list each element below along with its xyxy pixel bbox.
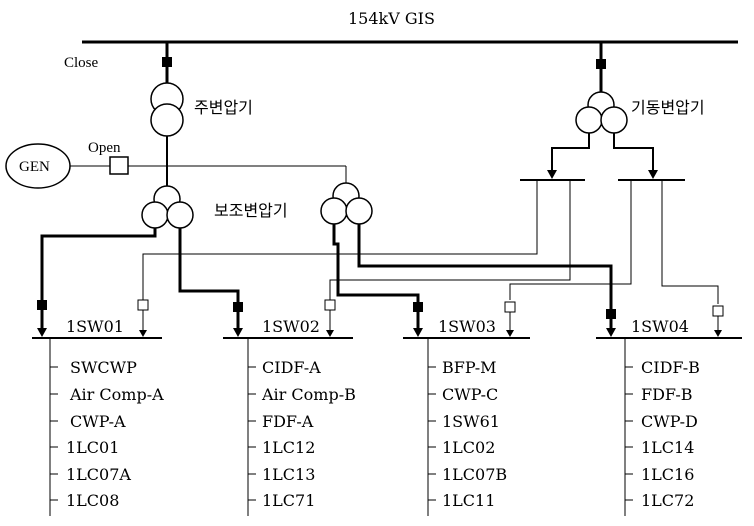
sw01-name: 1SW01 [66, 317, 124, 336]
start-tr-coil-2 [575, 106, 603, 134]
load-item: 1LC71 [262, 491, 315, 510]
sw01-standby-arrow [139, 330, 147, 337]
load-item: CWP-C [442, 385, 498, 404]
start-tr-line-right [613, 133, 654, 175]
aux-feed-sw04 [357, 224, 613, 330]
close-label: Close [64, 55, 99, 71]
sw03-standby-arrow [506, 330, 514, 337]
load-item: 1LC12 [262, 438, 315, 457]
sw02-standby-breaker [324, 299, 336, 311]
start-tr-coil-3 [600, 106, 628, 134]
sw04-arrow [606, 328, 616, 337]
sw04-main-breaker [606, 309, 616, 319]
load-item: FDF-B [641, 385, 692, 404]
sw03-main-breaker [413, 302, 423, 312]
load-item: CIDF-B [641, 358, 700, 377]
aux-tr-b-coil-3 [345, 197, 373, 225]
load-item: Air Comp-B [261, 385, 356, 404]
sw04-standby-arrow [714, 330, 722, 337]
load-item: 1LC72 [641, 491, 694, 510]
sw03-loads: BFP-M CWP-C 1SW61 1LC02 1LC07B 1LC11 [428, 358, 507, 510]
sw01-arrow [37, 328, 47, 337]
aux-tr-label: 보조변압기 [214, 201, 288, 220]
load-item: 1LC16 [641, 465, 694, 484]
load-item: 1LC13 [262, 465, 315, 484]
start-tr-line-left [551, 133, 590, 175]
standby-line-sw02 [329, 180, 571, 300]
sw03-standby-breaker [504, 301, 516, 313]
load-item: 1LC07B [442, 465, 507, 484]
load-item: BFP-M [442, 358, 497, 377]
sw03-arrow [413, 328, 423, 337]
load-item: 1LC11 [442, 491, 495, 510]
sw02-arrow [233, 328, 243, 337]
load-item: 1LC08 [66, 491, 119, 510]
sw02-standby-arrow [326, 330, 334, 337]
load-item: CWP-D [641, 412, 698, 431]
gen-label: GEN [19, 159, 50, 175]
sw01-standby-breaker [137, 299, 149, 311]
sw02-name: 1SW02 [262, 317, 320, 336]
main-tr-label: 주변압기 [194, 98, 253, 117]
start-tr-breaker [596, 59, 606, 69]
standby-line-sw04 [661, 180, 719, 304]
close-breaker [162, 57, 172, 67]
sw04-standby-breaker [712, 305, 724, 317]
main-tr-coil-2 [150, 103, 184, 137]
sw01-main-breaker [37, 300, 47, 310]
aux-tr-a-coil-2 [141, 201, 169, 229]
sw04-loads: CIDF-B FDF-B CWP-D 1LC14 1LC16 1LC72 [625, 358, 700, 510]
aux-feed-sw03 [332, 224, 420, 330]
sw03-name: 1SW03 [438, 317, 496, 336]
load-item: CWP-A [70, 412, 126, 431]
load-item: CIDF-A [262, 358, 321, 377]
start-arrow-right [648, 170, 658, 179]
standby-line-sw01 [142, 180, 538, 300]
aux-tr-b-coil-2 [320, 197, 348, 225]
sw02-loads: CIDF-A Air Comp-B FDF-A 1LC12 1LC13 1LC7… [248, 358, 356, 510]
aux-feed-sw02 [178, 228, 240, 330]
sw04-name: 1SW04 [631, 317, 689, 336]
aux-tr-a-coil-3 [166, 201, 194, 229]
open-breaker [109, 156, 129, 175]
load-item: 1LC14 [641, 438, 694, 457]
sw01-loads: SWCWP Air Comp-A CWP-A 1LC01 1LC07A 1LC0… [50, 358, 164, 510]
open-label: Open [88, 140, 121, 156]
load-item: 1SW61 [442, 412, 500, 431]
load-item: FDF-A [262, 412, 314, 431]
start-tr-label: 기동변압기 [631, 98, 705, 117]
load-item: 1LC02 [442, 438, 495, 457]
load-item: SWCWP [70, 358, 137, 377]
sw02-main-breaker [233, 302, 243, 312]
load-item: 1LC01 [66, 438, 119, 457]
load-item: Air Comp-A [69, 385, 164, 404]
aux-feed-sw01 [40, 228, 157, 330]
start-arrow-left [547, 170, 557, 179]
diagram-title: 154kV GIS [348, 9, 435, 28]
load-item: 1LC07A [66, 465, 131, 484]
standby-line-sw03 [509, 180, 632, 300]
